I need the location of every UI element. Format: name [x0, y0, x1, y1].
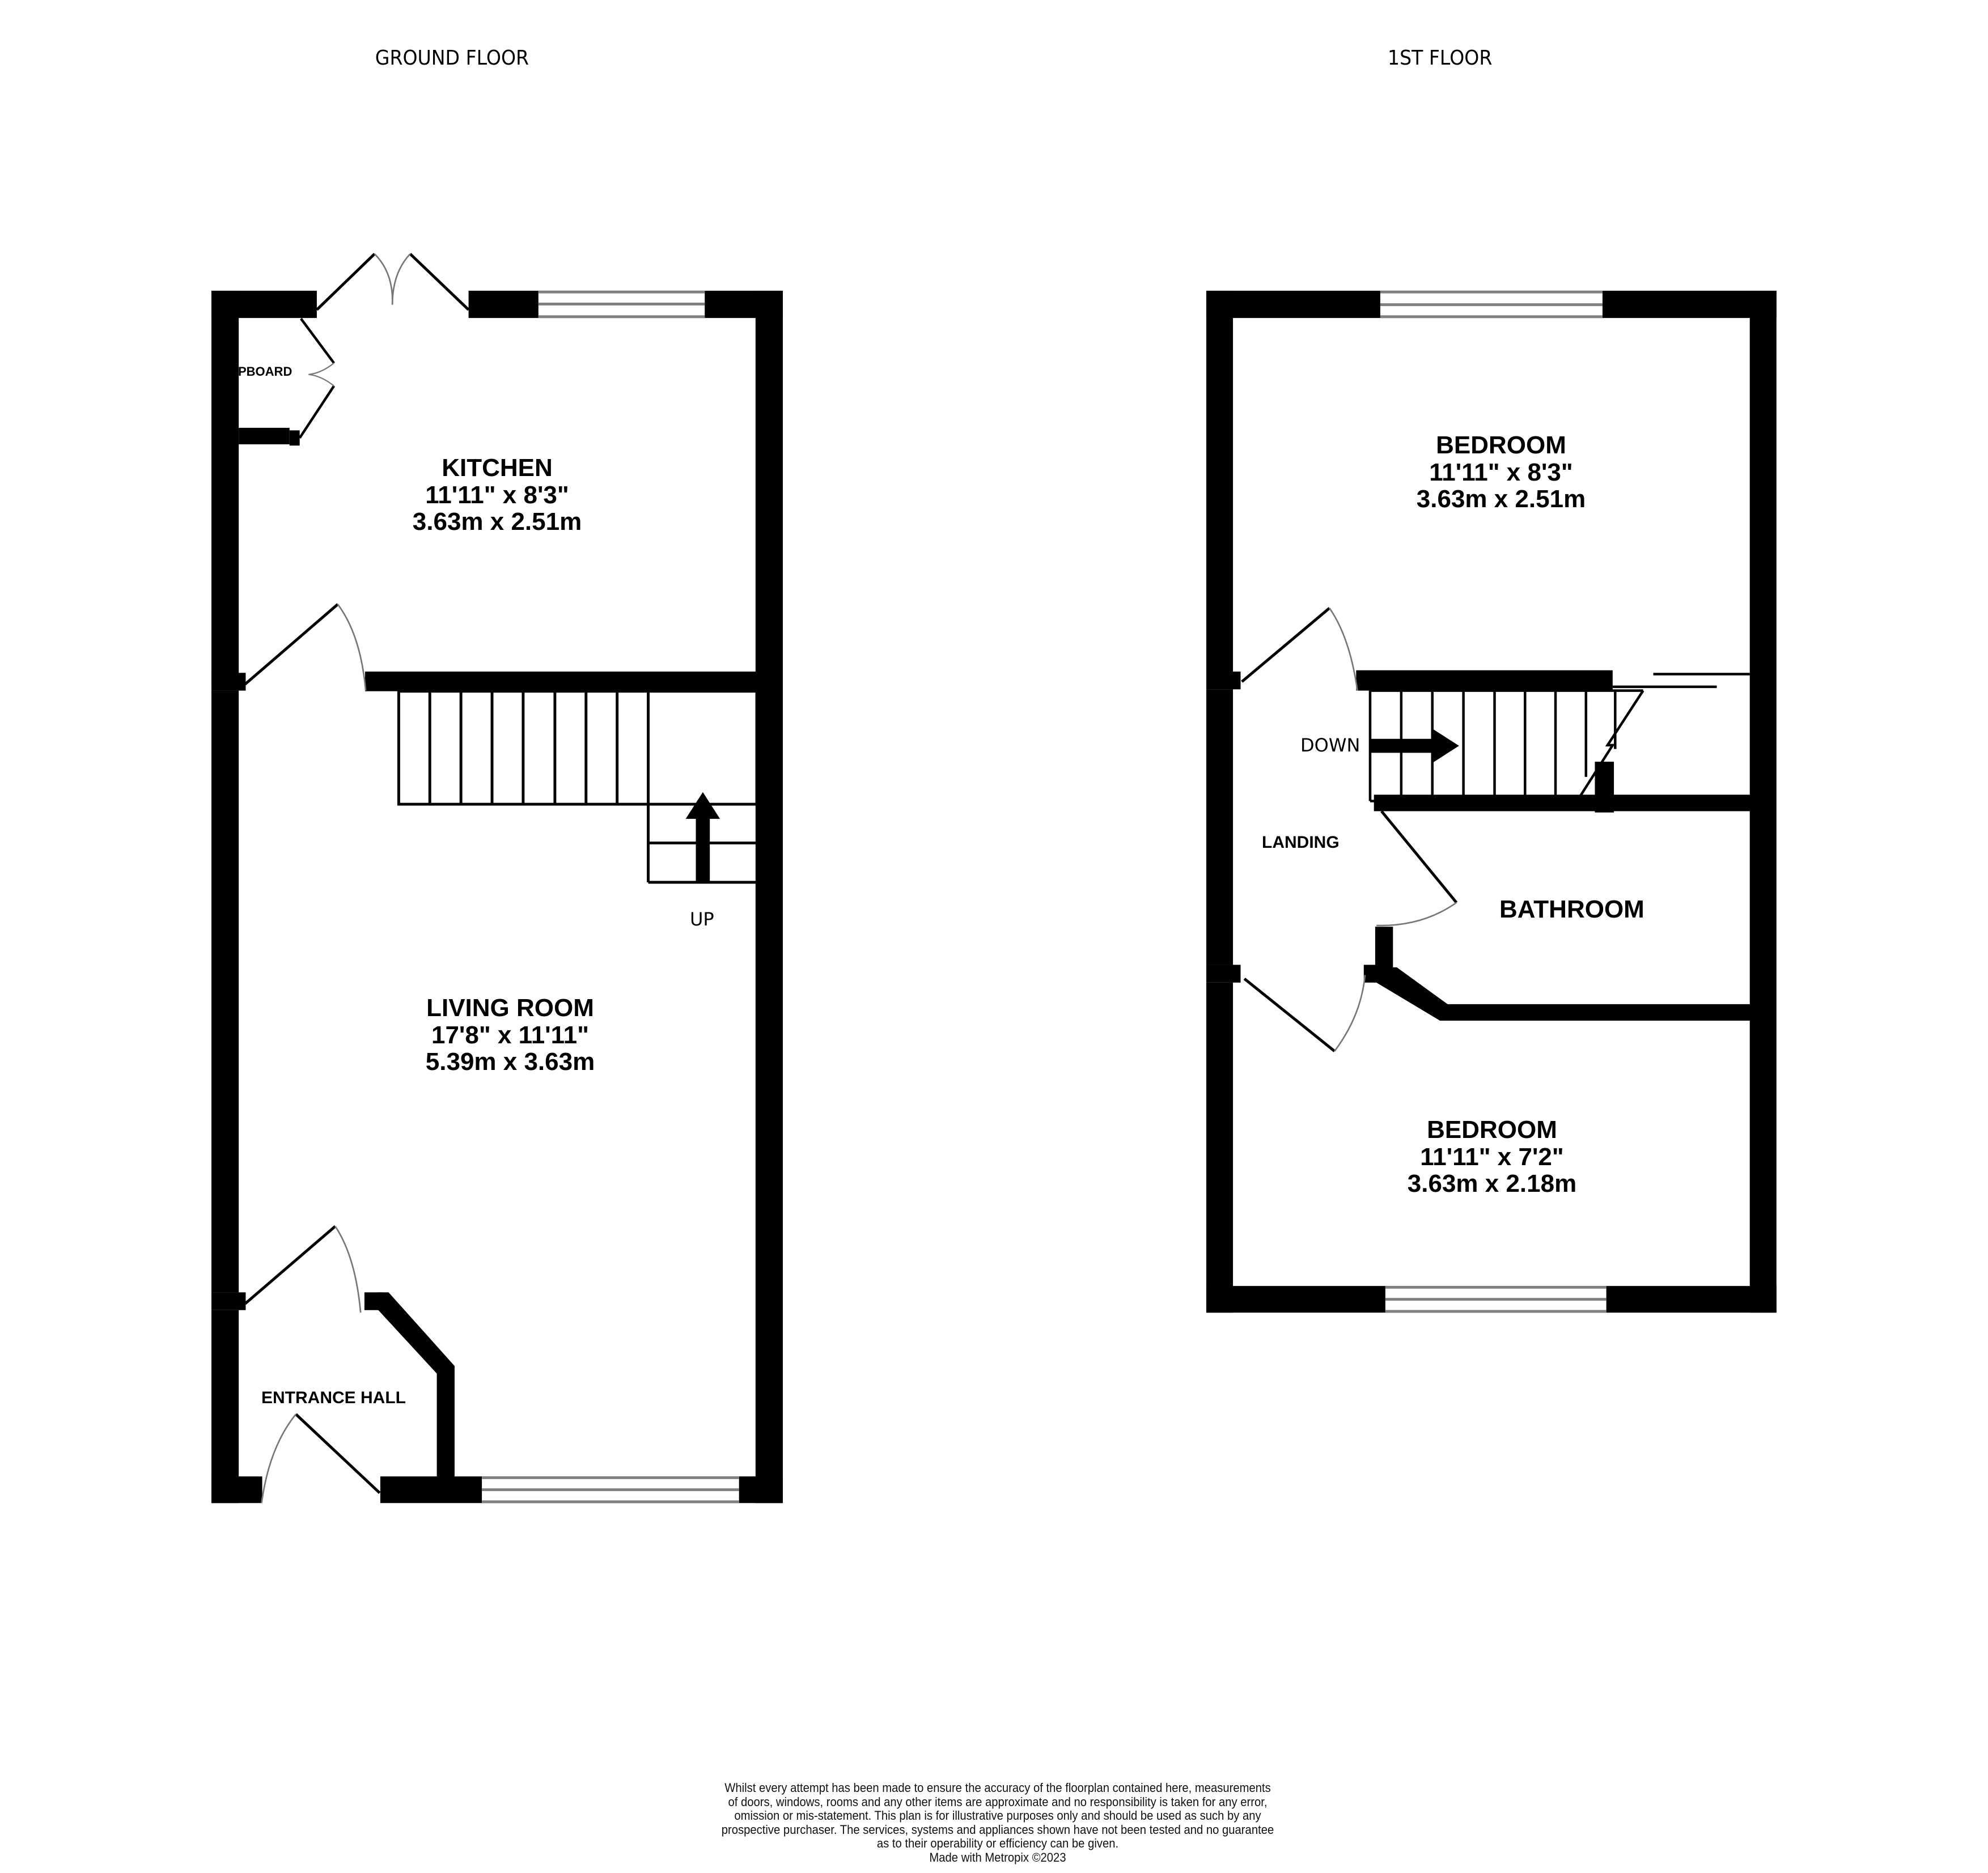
- disclaimer-line: omission or mis-statement. This plan is …: [734, 1808, 1261, 1823]
- bedroom-2-name: BEDROOM: [1427, 1116, 1557, 1144]
- rear-bedroom-window: [1385, 1285, 1606, 1313]
- living-room-name: LIVING ROOM: [426, 994, 594, 1022]
- disclaimer: Whilst every attempt has been made to en…: [681, 1781, 1314, 1864]
- airing-cupboard-lines: [1612, 673, 1750, 689]
- disclaimer-line: prospective purchaser. The services, sys…: [721, 1822, 1274, 1837]
- kitchen-french-doors: [316, 253, 470, 311]
- entrance-hall-label: ENTRANCE HALL: [261, 1388, 406, 1407]
- stairs-up-arrow-icon: [685, 792, 720, 882]
- disclaimer-line: as to their operability or efficiency ca…: [876, 1836, 1119, 1850]
- kitchen-door: [244, 603, 367, 691]
- stairs-up-label: UP: [690, 908, 714, 930]
- bathroom-door: [1376, 810, 1458, 927]
- bedroom-1-metric: 3.63m x 2.51m: [1416, 485, 1586, 513]
- cupboard-doors: [298, 317, 336, 439]
- bedroom-2-door: [1243, 975, 1366, 1052]
- disclaimer-line: of doors, windows, rooms and any other i…: [728, 1794, 1268, 1809]
- bedroom-2-imperial: 11'11" x 7'2": [1420, 1143, 1564, 1171]
- living-room-label: LIVING ROOM 17'8" x 11'11" 5.39m x 3.63m: [426, 995, 595, 1076]
- living-room-window: [482, 1476, 739, 1504]
- kitchen-label: KITCHEN 11'11" x 8'3" 3.63m x 2.51m: [413, 455, 582, 536]
- bedroom-2-metric: 3.63m x 2.18m: [1407, 1170, 1577, 1198]
- front-door: [261, 1413, 381, 1504]
- disclaimer-line: Whilst every attempt has been made to en…: [724, 1781, 1271, 1795]
- credit-line: Made with Metropix ©2023: [929, 1850, 1066, 1864]
- hall-inner-door: [244, 1225, 362, 1313]
- cupboard-label: PBOARD: [238, 364, 293, 379]
- first-floor-title: 1ST FLOOR: [1388, 46, 1493, 70]
- bedroom-1-label: BEDROOM 11'11" x 8'3" 3.63m x 2.51m: [1417, 432, 1586, 513]
- bedroom-1-name: BEDROOM: [1436, 431, 1566, 459]
- landing-label: LANDING: [1262, 833, 1340, 852]
- ground-floor-walls: [211, 290, 783, 1504]
- bathroom-label: BATHROOM: [1499, 895, 1644, 923]
- stairs-down-arrow-icon: [1370, 728, 1459, 763]
- living-room-metric: 5.39m x 3.63m: [425, 1048, 595, 1076]
- bedroom-2-label: BEDROOM 11'11" x 7'2" 3.63m x 2.18m: [1408, 1116, 1576, 1197]
- kitchen-window: [538, 290, 705, 318]
- first-floor-stairs: [1368, 689, 1644, 802]
- first-floor-walls: [1206, 290, 1777, 1313]
- ground-floor-title: GROUND FLOOR: [375, 46, 529, 70]
- ground-floor-plan: [211, 253, 783, 1504]
- front-bedroom-window: [1380, 290, 1603, 318]
- kitchen-name: KITCHEN: [442, 454, 553, 482]
- living-room-imperial: 17'8" x 11'11": [431, 1021, 590, 1049]
- stairs-down-label: DOWN: [1300, 734, 1360, 756]
- kitchen-metric: 3.63m x 2.51m: [412, 508, 582, 536]
- bedroom-1-imperial: 11'11" x 8'3": [1429, 458, 1573, 486]
- first-floor-plan: [1206, 290, 1777, 1313]
- kitchen-imperial: 11'11" x 8'3": [425, 481, 569, 509]
- bedroom-1-door: [1241, 607, 1358, 691]
